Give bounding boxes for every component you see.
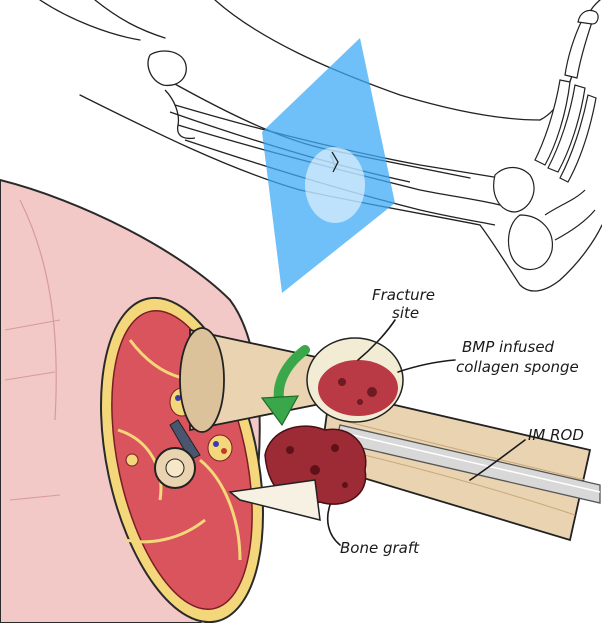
foot-bones — [494, 10, 598, 269]
bone-graft-label: Bone graft — [340, 539, 420, 557]
collagen-sponge — [307, 338, 403, 422]
fracture-label-line1: Fracture — [372, 286, 435, 304]
cross-section-plane — [262, 38, 395, 293]
fracture-label-line2: site — [392, 304, 419, 322]
im-rod-label: IM ROD — [528, 426, 584, 444]
bmp-label-line1: BMP infused — [462, 338, 555, 356]
knee-bones — [148, 51, 195, 138]
bmp-label-line2: collagen sponge — [456, 358, 579, 376]
